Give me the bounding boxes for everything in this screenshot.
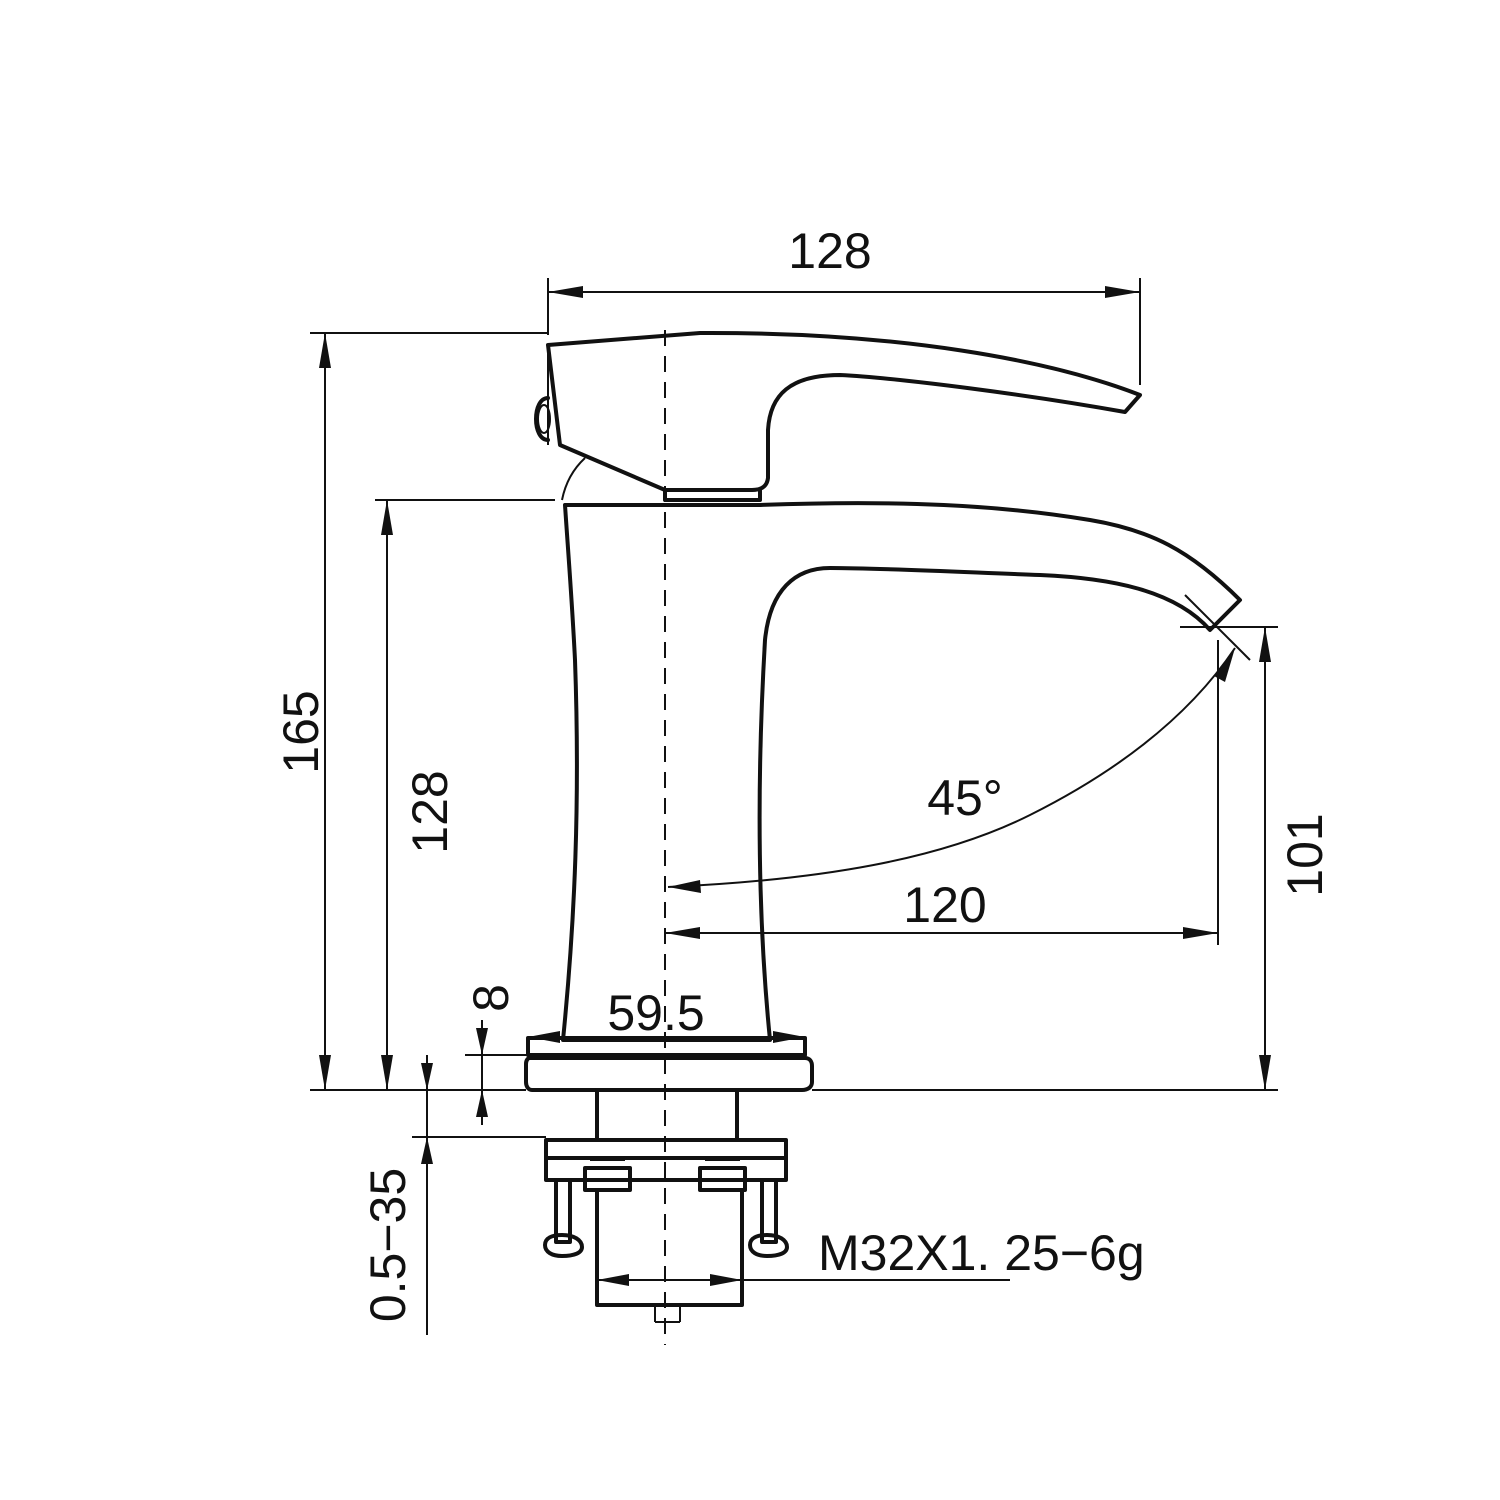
- stud-nut-left: [543, 1233, 584, 1258]
- dim-overall-height: 165: [273, 332, 548, 1091]
- dim-rotation-angle: 45°: [667, 594, 1251, 893]
- label-base-thickness: 8: [463, 984, 519, 1012]
- base-plate: [524, 1056, 814, 1092]
- faucet-outline: [524, 330, 1242, 1323]
- dim-counter-thickness: 0.5−35: [360, 1055, 546, 1335]
- bracket-clip-right: [698, 1166, 747, 1192]
- dim-spout-height: 101: [812, 626, 1333, 1091]
- label-base-diameter: 59.5: [607, 985, 704, 1041]
- threaded-tail: [595, 1188, 744, 1307]
- body-spout: [561, 501, 1242, 1042]
- label-rotation-angle: 45°: [927, 770, 1003, 826]
- label-spout-reach: 120: [903, 877, 986, 933]
- label-overall-width: 128: [788, 223, 871, 279]
- label-spout-height: 101: [1277, 813, 1333, 896]
- label-overall-height: 165: [273, 690, 329, 773]
- handle-knob: [534, 396, 550, 442]
- stud-right: [760, 1178, 778, 1244]
- handle-lever: [546, 330, 1142, 492]
- dim-spout-reach: 120: [665, 640, 1219, 945]
- dim-base-diameter: 59.5: [528, 985, 805, 1043]
- label-counter-thickness: 0.5−35: [360, 1168, 416, 1322]
- stud-nut-right: [748, 1233, 789, 1258]
- stud-left: [554, 1178, 572, 1244]
- handle-knob-cap: [537, 404, 551, 434]
- label-body-height: 128: [402, 770, 458, 853]
- dim-body-height: 128: [375, 499, 555, 1090]
- dim-base-thickness: 8: [463, 984, 528, 1125]
- bracket-clip-left: [583, 1166, 632, 1192]
- dim-overall-width: 128: [547, 223, 1141, 385]
- label-thread-spec: M32X1. 25−6g: [818, 1225, 1145, 1281]
- shank: [595, 1088, 739, 1142]
- dim-thread-spec: M32X1. 25−6g: [597, 1225, 1145, 1286]
- bracket-lower: [544, 1156, 788, 1182]
- handle-sweep-arc: [561, 457, 586, 501]
